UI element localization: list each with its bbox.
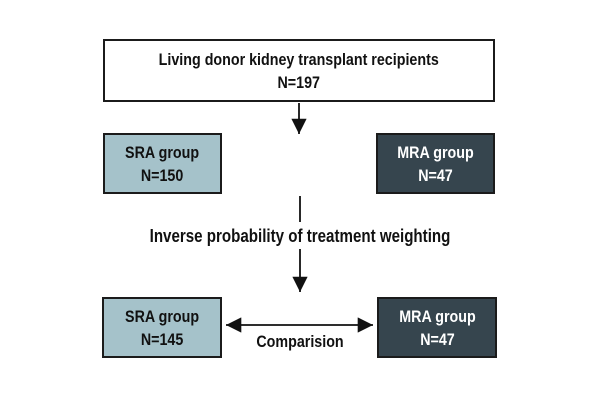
total-recipients-title: Living donor kidney transplant recipient…	[158, 49, 440, 69]
mra-group-weighted-text: MRA group N=47	[399, 305, 475, 351]
sra-group-weighted-count: N=145	[140, 329, 184, 349]
sra-group-initial-text: SRA group N=150	[125, 141, 199, 187]
total-recipients-count: N=197	[277, 72, 321, 92]
sra-group-weighted-box: SRA group N=145	[102, 297, 222, 358]
mra-group-weighted-box: MRA group N=47	[377, 297, 497, 358]
mra-group-initial-count: N=47	[418, 165, 453, 185]
total-recipients-text: Living donor kidney transplant recipient…	[159, 48, 439, 94]
comparison-label: Comparision	[256, 332, 344, 351]
sra-group-initial-box: SRA group N=150	[103, 133, 222, 194]
mra-group-initial-label: MRA group	[397, 142, 474, 162]
mra-group-initial-box: MRA group N=47	[376, 133, 495, 194]
total-recipients-box: Living donor kidney transplant recipient…	[103, 39, 495, 102]
sra-group-initial-label: SRA group	[125, 142, 200, 162]
sra-group-weighted-label: SRA group	[124, 306, 200, 326]
sra-group-initial-count: N=150	[141, 165, 184, 185]
mra-group-initial-text: MRA group N=47	[397, 141, 473, 187]
ipw-label: Inverse probability of treatment weighti…	[149, 226, 451, 246]
mra-group-weighted-label: MRA group	[398, 306, 476, 326]
sra-group-weighted-text: SRA group N=145	[125, 305, 199, 351]
mra-group-weighted-count: N=47	[419, 329, 455, 349]
